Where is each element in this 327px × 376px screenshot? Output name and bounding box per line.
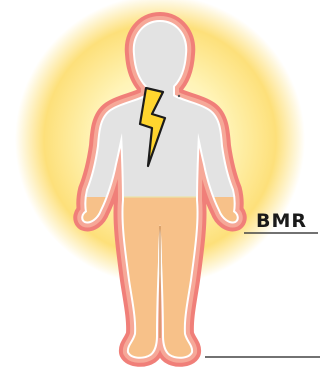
bmr-label: BMR <box>256 210 307 232</box>
